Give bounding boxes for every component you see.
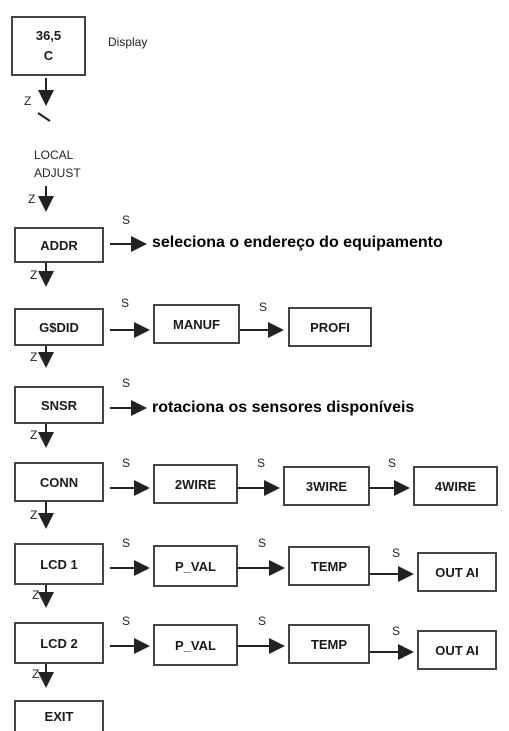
- z-label: Z: [30, 428, 38, 442]
- display-unit: C: [43, 48, 54, 63]
- exit-box: EXIT: [14, 700, 104, 731]
- s-label: S: [122, 376, 131, 390]
- menu-box-conn: CONN: [14, 462, 104, 502]
- menu-box-lcd2: LCD 2: [14, 622, 104, 664]
- z-label: Z: [28, 192, 36, 206]
- s-label: S: [388, 456, 397, 470]
- z-label: Z: [30, 268, 38, 282]
- menu-box-gsdid: G$DID: [14, 308, 104, 346]
- s-label: S: [122, 213, 131, 227]
- menu-box-addr: ADDR: [14, 227, 104, 263]
- s-label: S: [122, 536, 131, 550]
- z-label: Z: [30, 350, 38, 364]
- s-label: S: [122, 456, 131, 470]
- s-label: S: [257, 456, 266, 470]
- s-label: S: [392, 546, 401, 560]
- step-box-3wire: 3WIRE: [283, 466, 370, 506]
- step-box-2wire: 2WIRE: [153, 464, 238, 504]
- step-box-outai-1: OUT AI: [417, 552, 497, 592]
- s-label: S: [122, 614, 131, 628]
- step-box-pval-1: P_VAL: [153, 545, 238, 587]
- z-label: Z: [32, 667, 40, 681]
- step-box-temp-2: TEMP: [288, 624, 370, 664]
- step-box-manuf: MANUF: [153, 304, 240, 344]
- step-box-4wire: 4WIRE: [413, 466, 498, 506]
- step-box-pval-2: P_VAL: [153, 624, 238, 666]
- s-label: S: [258, 536, 267, 550]
- z-label: Z: [24, 94, 32, 108]
- menu-box-snsr: SNSR: [14, 386, 104, 424]
- step-box-outai-2: OUT AI: [417, 630, 497, 670]
- local-adjust-line1: LOCAL: [34, 148, 74, 162]
- step-box-temp-1: TEMP: [288, 546, 370, 586]
- s-label: S: [392, 624, 401, 638]
- display-value: 36,5: [35, 28, 62, 43]
- addr-description: seleciona o endereço do equipamento: [152, 234, 443, 251]
- local-adjust-line2: ADJUST: [34, 166, 81, 180]
- display-label: Display: [108, 35, 148, 49]
- switch-symbol: [37, 112, 51, 122]
- z-label: Z: [32, 588, 40, 602]
- s-label: S: [259, 300, 268, 314]
- menu-box-lcd1: LCD 1: [14, 543, 104, 585]
- s-label: S: [121, 296, 130, 310]
- snsr-description: rotaciona os sensores disponíveis: [152, 399, 415, 416]
- display-box: 36,5 C: [11, 16, 86, 76]
- s-label: S: [258, 614, 267, 628]
- step-box-profi: PROFI: [288, 307, 372, 347]
- z-label: Z: [30, 508, 38, 522]
